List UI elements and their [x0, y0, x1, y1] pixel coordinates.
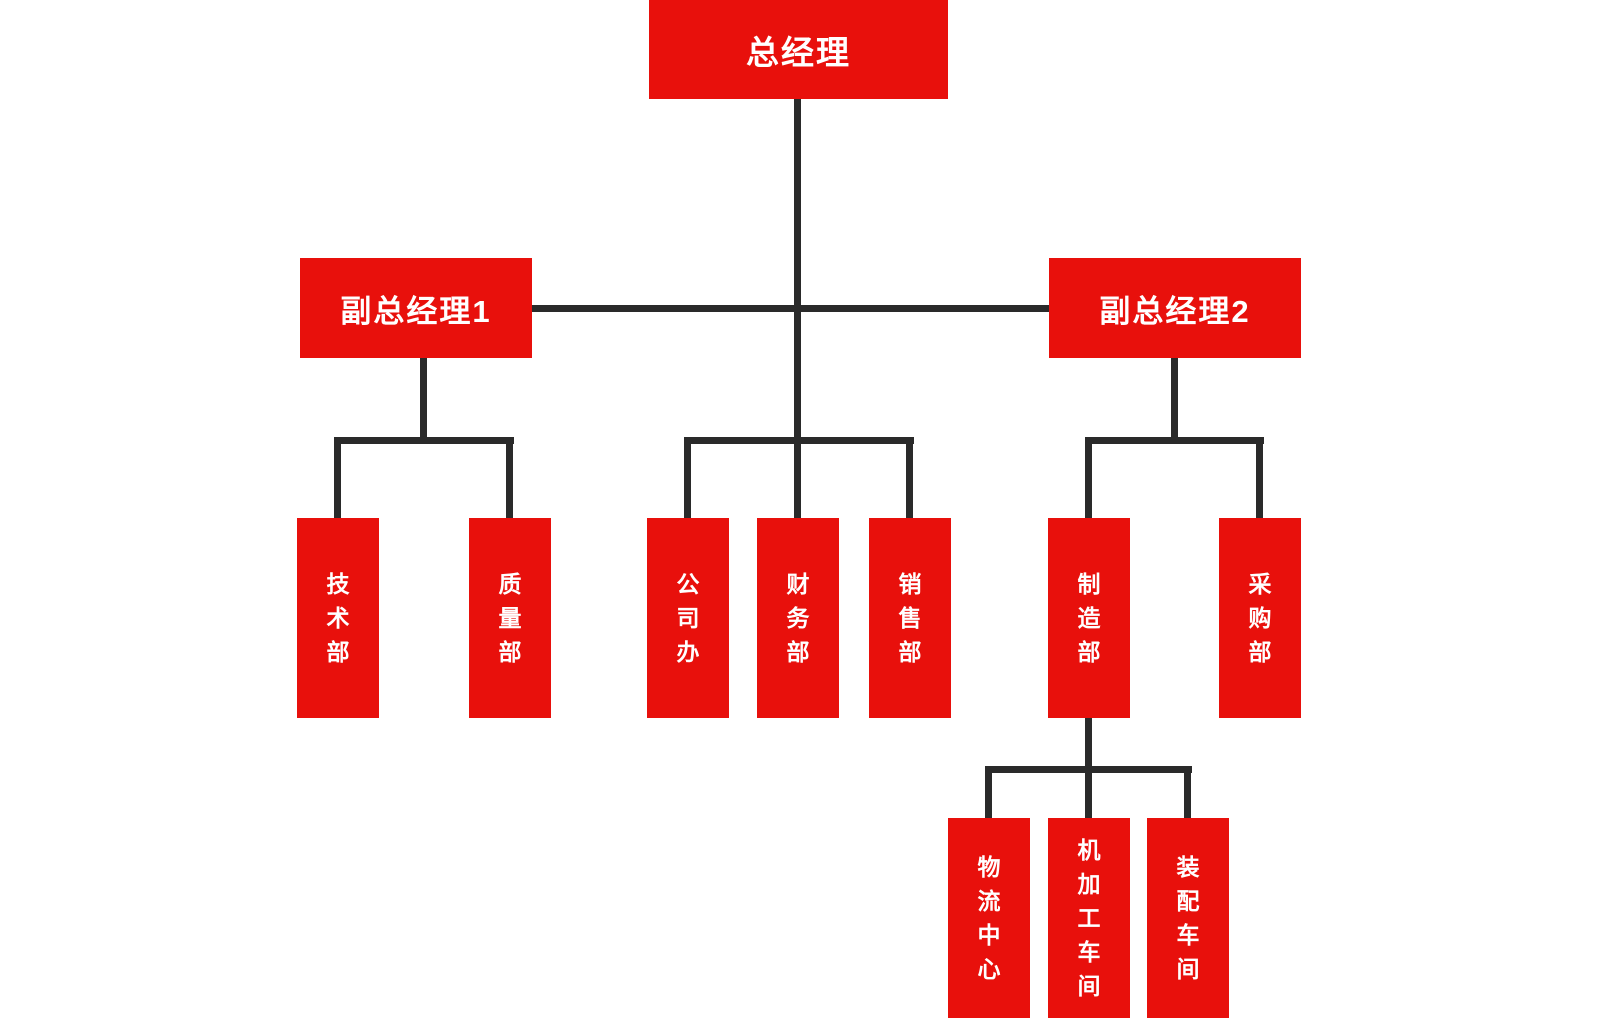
connector-vgm2-down — [1171, 358, 1178, 441]
node-assembly-workshop: 装配车间 — [1147, 818, 1229, 1018]
connector-gm-children-bar — [684, 437, 914, 444]
connector-assembly-up — [1184, 766, 1191, 818]
connector-vgm1-down — [420, 358, 427, 441]
node-technology-dept: 技术部 — [297, 518, 379, 718]
node-technology-dept-label: 技术部 — [326, 571, 350, 665]
connector-vgm2-children-bar — [1085, 437, 1264, 444]
node-company-office-label: 公司办 — [676, 571, 700, 665]
node-vice-gm-2: 副总经理2 — [1049, 258, 1301, 358]
node-vice-gm-2-label: 副总经理2 — [1099, 293, 1251, 329]
connector-purchase-up — [1256, 437, 1263, 518]
node-logistics-center-label: 物流中心 — [977, 854, 1001, 982]
connector-mfg-children-bar — [985, 766, 1192, 773]
node-general-manager-label: 总经理 — [746, 33, 851, 71]
node-company-office: 公司办 — [647, 518, 729, 718]
connector-sales-up — [906, 437, 913, 518]
node-manufacturing-dept: 制造部 — [1048, 518, 1130, 718]
node-sales-dept-label: 销售部 — [898, 571, 922, 665]
connector-mfg-up — [1085, 437, 1092, 518]
connector-logistics-up — [985, 766, 992, 818]
node-quality-dept-label: 质量部 — [498, 571, 522, 665]
node-logistics-center: 物流中心 — [948, 818, 1030, 1018]
node-manufacturing-dept-label: 制造部 — [1077, 571, 1101, 665]
connector-quality-up — [506, 437, 513, 518]
node-finance-dept-label: 财务部 — [786, 571, 810, 665]
connector-tech-up — [334, 437, 341, 518]
node-finance-dept: 财务部 — [757, 518, 839, 718]
node-machining-workshop-label: 机加工车间 — [1077, 837, 1101, 999]
node-sales-dept: 销售部 — [869, 518, 951, 718]
node-quality-dept: 质量部 — [469, 518, 551, 718]
node-purchasing-dept-label: 采购部 — [1248, 571, 1272, 665]
node-vice-gm-1: 副总经理1 — [300, 258, 532, 358]
node-purchasing-dept: 采购部 — [1219, 518, 1301, 718]
connector-vgm1-children-bar — [334, 437, 514, 444]
connector-office-up — [684, 437, 691, 518]
connector-vice-gm-horizontal — [532, 305, 1049, 312]
node-vice-gm-1-label: 副总经理1 — [340, 293, 492, 329]
node-machining-workshop: 机加工车间 — [1048, 818, 1130, 1018]
node-assembly-workshop-label: 装配车间 — [1176, 854, 1200, 982]
node-general-manager: 总经理 — [649, 0, 948, 99]
